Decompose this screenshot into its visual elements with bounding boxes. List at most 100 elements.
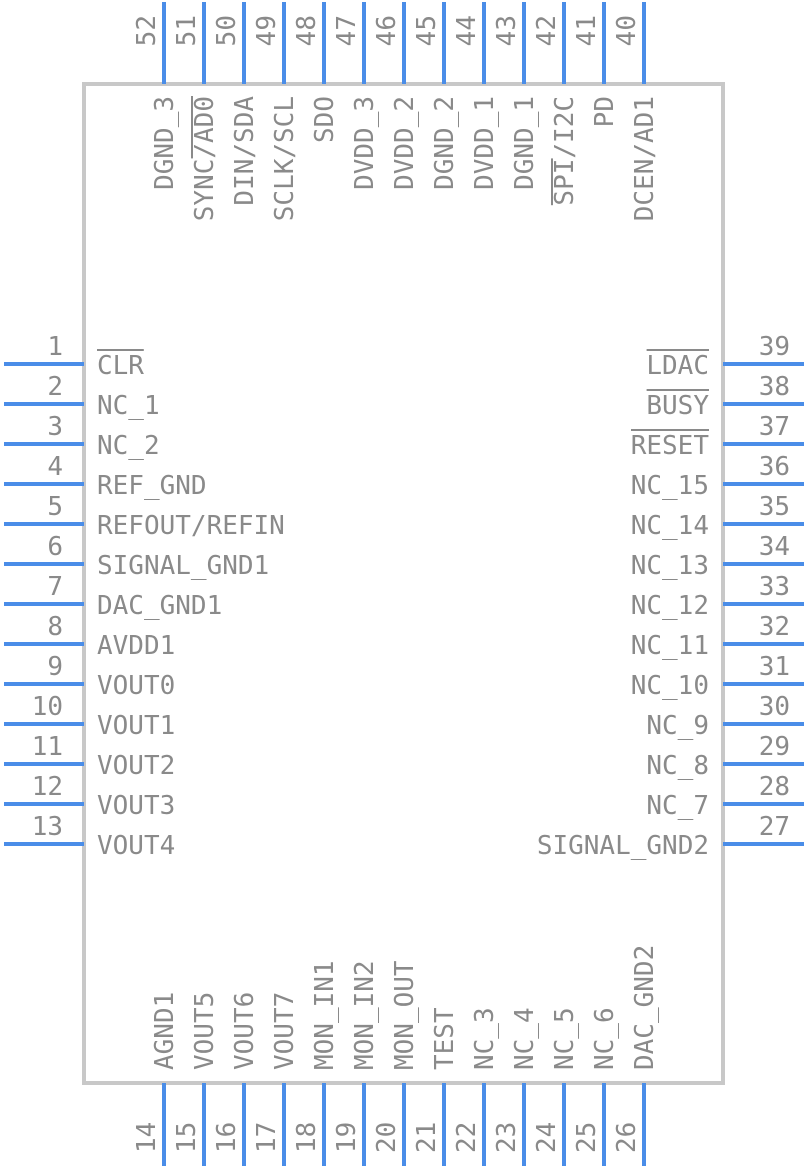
pin-name: DGND_1 [510, 96, 540, 190]
pin-number: 17 [252, 1122, 282, 1153]
pin-number: 22 [452, 1122, 482, 1153]
pin-number: 37 [759, 412, 790, 442]
pin-number: 11 [32, 732, 63, 762]
pin-name: VOUT0 [97, 671, 175, 701]
pin-number: 13 [32, 812, 63, 842]
pin-name: SYNC/AD0 [190, 96, 220, 221]
pin-number: 8 [47, 612, 63, 642]
pin-24: 24 NC_5 [532, 1007, 580, 1166]
pin-name: VOUT5 [190, 992, 220, 1070]
pin-3: 3NC_2 [4, 412, 160, 461]
pin-name: DCEN/AD1 [630, 96, 660, 221]
pin-number: 3 [47, 412, 63, 442]
pin-name: SPI/I2C [550, 96, 580, 206]
pin-number: 36 [759, 452, 790, 482]
pin-name: NC_14 [631, 511, 709, 541]
pin-name: DIN/SDA [230, 96, 260, 206]
pin-number: 47 [332, 15, 362, 46]
pin-number: 7 [47, 572, 63, 602]
pin-name: NC_6 [590, 1007, 620, 1070]
pin-name: SIGNAL_GND1 [97, 551, 269, 581]
pin-name: DGND_2 [430, 96, 460, 190]
pin-name: VOUT3 [97, 791, 175, 821]
pin-name: NC_1 [97, 391, 160, 421]
pin-name: NC_4 [510, 1007, 540, 1070]
pin-name: MON_IN2 [350, 960, 380, 1070]
pin-name: VOUT6 [230, 992, 260, 1070]
pin-name: RESET [631, 431, 710, 461]
pin-number: 48 [292, 15, 322, 46]
pin-number: 42 [532, 15, 562, 46]
pin-name: REFOUT/REFIN [97, 511, 285, 541]
pin-18: 18 MON_IN1 [292, 960, 340, 1166]
pin-number: 38 [759, 372, 790, 402]
pin-number: 21 [412, 1122, 442, 1153]
pin-name: LDAC [646, 351, 709, 381]
pin-name: PD [590, 96, 620, 127]
pin-name: DAC_GND2 [630, 945, 660, 1070]
pin-number: 6 [47, 532, 63, 562]
pin-number: 40 [612, 15, 642, 46]
pin-number: 14 [132, 1122, 162, 1153]
pin-name: DVDD_3 [350, 96, 380, 190]
pin-name: NC_8 [646, 751, 709, 781]
pin-number: 50 [212, 15, 242, 46]
pin-name: NC_15 [631, 471, 709, 501]
pin-name: DVDD_1 [470, 96, 500, 190]
pin-number: 41 [572, 15, 602, 46]
pin-number: 29 [759, 732, 790, 762]
pin-number: 24 [532, 1122, 562, 1153]
pin-name: DGND_3 [150, 96, 180, 190]
pin-number: 32 [759, 612, 790, 642]
pin-number: 31 [759, 652, 790, 682]
pin-name: NC_5 [550, 1007, 580, 1070]
pin-name: NC_9 [646, 711, 709, 741]
pin-number: 26 [612, 1122, 642, 1153]
pin-number: 5 [47, 492, 63, 522]
pin-name: SIGNAL_GND2 [537, 831, 709, 861]
pin-number: 18 [292, 1122, 322, 1153]
pin-name: NC_11 [631, 631, 709, 661]
pin-name: VOUT2 [97, 751, 175, 781]
pin-number: 27 [759, 812, 790, 842]
pin-name: BUSY [646, 391, 709, 421]
pin-name: SDO [310, 96, 340, 143]
pins-layer: 1CLR2NC_13NC_24REF_GND5REFOUT/REFIN6SIGN… [4, 2, 804, 1166]
pin-name: NC_2 [97, 431, 160, 461]
pin-number: 1 [47, 332, 63, 362]
pin-number: 46 [372, 15, 402, 46]
pin-number: 34 [759, 532, 790, 562]
pin-number: 43 [492, 15, 522, 46]
pin-number: 23 [492, 1122, 522, 1153]
pin-number: 10 [32, 692, 63, 722]
pin-name: MON_IN1 [310, 960, 340, 1070]
